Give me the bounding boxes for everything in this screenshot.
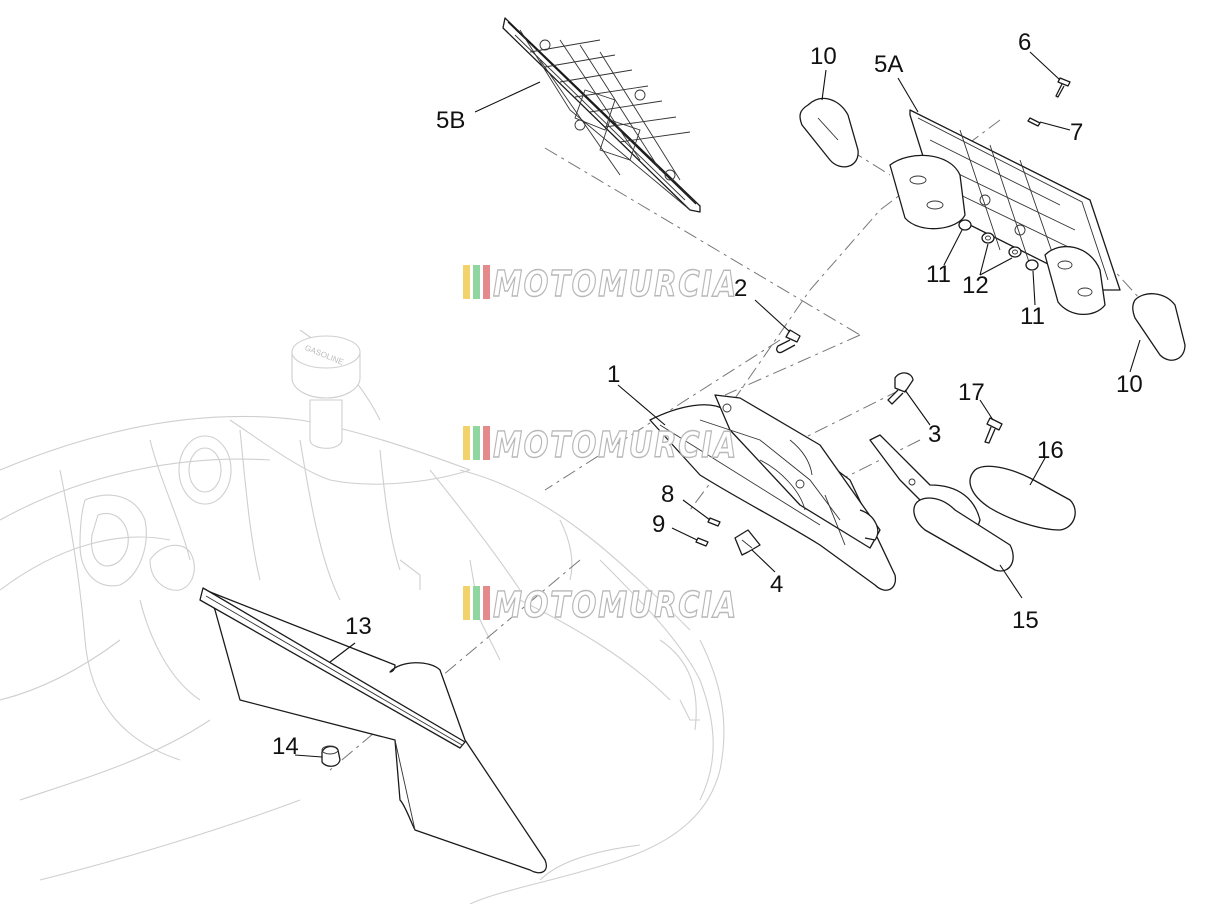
watermark-middle: MOTOMURCIA bbox=[463, 424, 738, 467]
part-10-pad-lower bbox=[1132, 293, 1186, 361]
watermark-stripe bbox=[473, 586, 480, 620]
callout-6: 6 bbox=[1018, 29, 1031, 56]
watermark-text: MOTOMURCIA bbox=[493, 425, 738, 466]
watermark-stripe bbox=[463, 586, 470, 620]
callout-16: 16 bbox=[1037, 437, 1064, 464]
watermark-stripe bbox=[473, 265, 480, 299]
part-9-clip bbox=[695, 537, 709, 547]
watermark-text: MOTOMURCIA bbox=[493, 585, 738, 626]
watermark-stripe bbox=[463, 265, 470, 299]
leader-lines bbox=[294, 51, 1141, 758]
callout-8: 8 bbox=[661, 481, 674, 508]
callout-15: 15 bbox=[1012, 607, 1039, 634]
part-11-washer-left bbox=[958, 219, 972, 231]
rear-body-ghost bbox=[0, 329, 725, 904]
watermark-stripe bbox=[483, 265, 490, 299]
part-15-light-bracket bbox=[869, 434, 1014, 572]
callout-11-right: 11 bbox=[1020, 303, 1045, 330]
part-3-screw bbox=[887, 372, 914, 405]
part-16-lens bbox=[969, 465, 1076, 531]
part-7-clip bbox=[1027, 117, 1041, 127]
part-6-screw bbox=[1055, 77, 1071, 98]
callout-1: 1 bbox=[607, 361, 620, 388]
fuel-cap-ghost: GASOLINE bbox=[291, 335, 361, 449]
watermark-text: MOTOMURCIA bbox=[493, 264, 738, 305]
part-10-pad-upper bbox=[799, 97, 859, 168]
callout-5a: 5A bbox=[874, 51, 903, 78]
callout-12: 12 bbox=[962, 272, 989, 299]
watermark-stripe bbox=[463, 426, 470, 460]
part-2-screw bbox=[776, 329, 801, 354]
callout-10-upper: 10 bbox=[810, 43, 837, 70]
watermark-top: MOTOMURCIA bbox=[463, 263, 738, 306]
part-5a-plate-bracket bbox=[889, 109, 1121, 316]
callout-10-lower: 10 bbox=[1116, 371, 1143, 398]
callout-11-left: 11 bbox=[926, 261, 951, 288]
callout-17: 17 bbox=[958, 379, 985, 406]
callout-5b: 5B bbox=[436, 107, 465, 134]
watermark-stripe bbox=[483, 586, 490, 620]
watermark-stripe bbox=[483, 426, 490, 460]
callout-13: 13 bbox=[345, 613, 372, 640]
callout-9: 9 bbox=[652, 511, 665, 538]
part-1-license-holder bbox=[649, 394, 897, 591]
part-11-washer-right bbox=[1025, 259, 1039, 271]
part-4-clip-nut bbox=[734, 529, 761, 556]
part-13-inner-panel bbox=[199, 587, 547, 874]
part-12-nut-right bbox=[1008, 246, 1022, 258]
part-14-grommet bbox=[321, 745, 341, 767]
part-17-screw bbox=[984, 417, 1003, 444]
callout-7: 7 bbox=[1070, 119, 1083, 146]
part-12-nut-left bbox=[981, 232, 995, 244]
callout-4: 4 bbox=[770, 571, 783, 598]
watermark-bottom: MOTOMURCIA bbox=[463, 584, 738, 627]
part-5b-plate-holder bbox=[502, 17, 701, 213]
callout-3: 3 bbox=[928, 421, 941, 448]
callout-14: 14 bbox=[272, 733, 299, 760]
watermark-stripe bbox=[473, 426, 480, 460]
callout-2: 2 bbox=[734, 275, 747, 302]
callout-labels: 1 2 3 4 5A 5B 6 7 8 9 10 10 11 11 12 13 … bbox=[272, 29, 1143, 760]
part-8-clip bbox=[707, 517, 721, 527]
